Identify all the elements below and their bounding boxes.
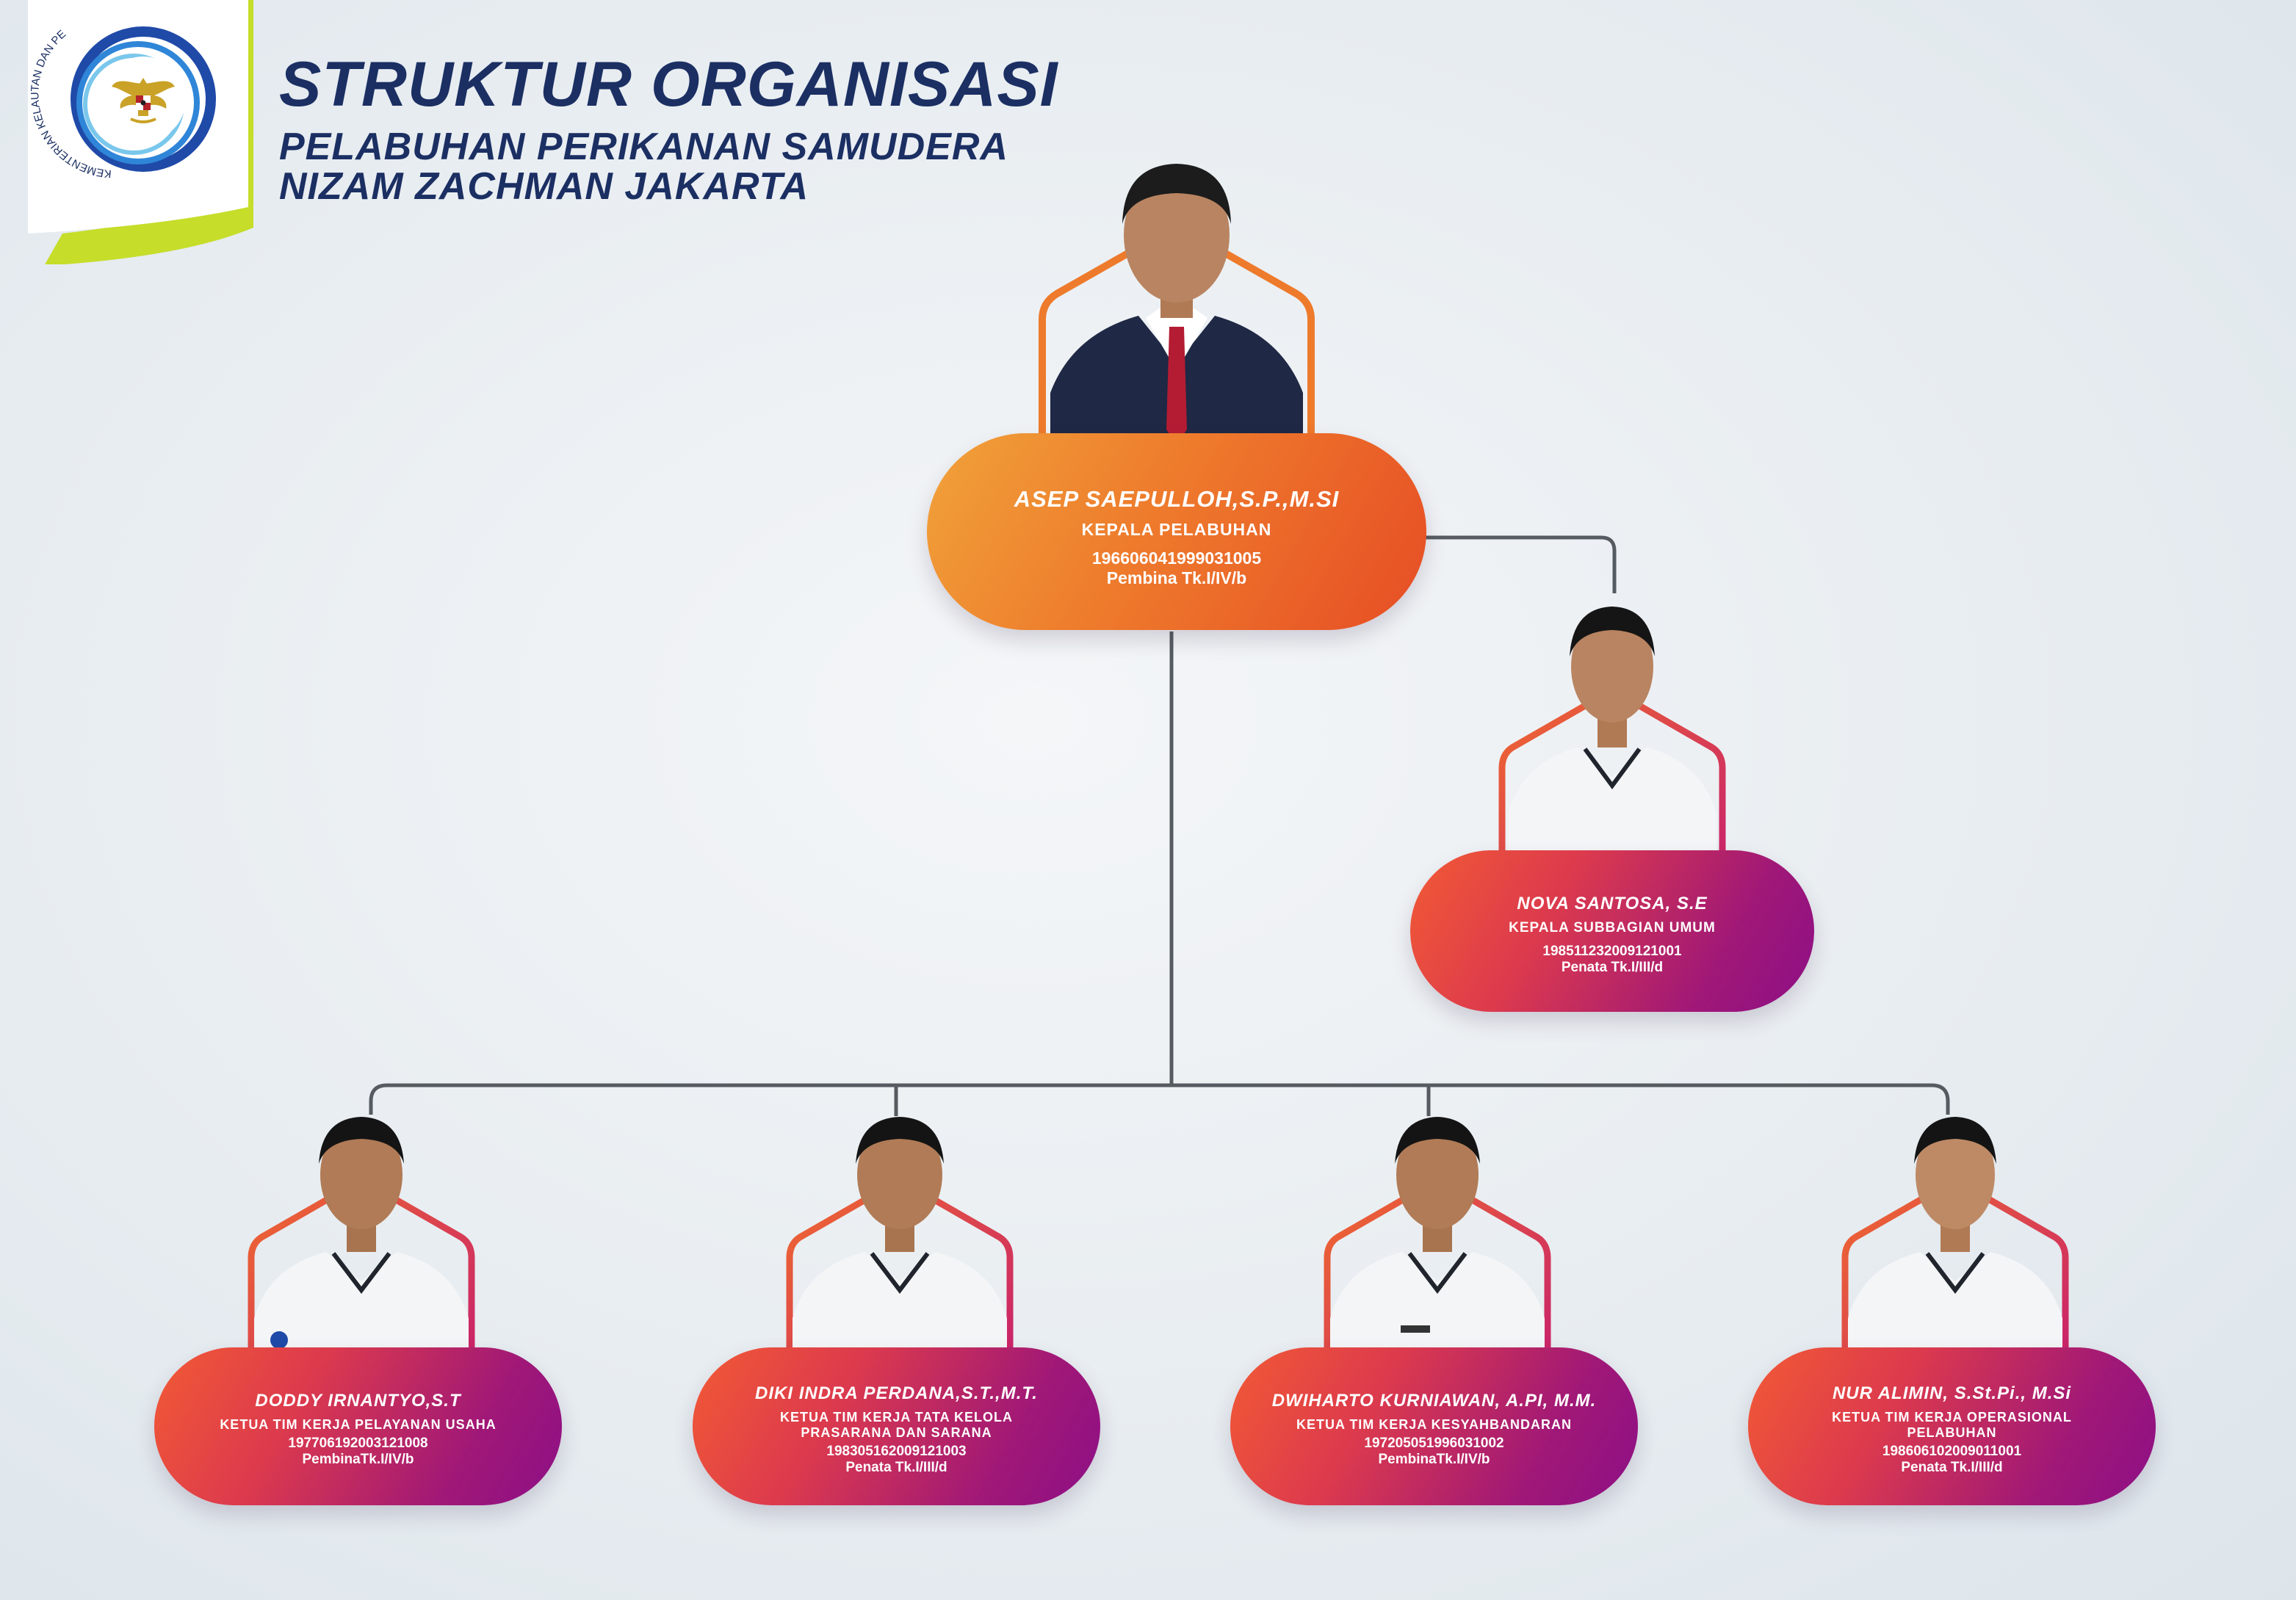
info-pill: ASEP SAEPULLOH,S.P.,M.SI KEPALA PELABUHA… [927,433,1426,630]
person-rank: Penata Tk.I/III/d [845,1459,947,1475]
org-card-team-1: DODDY IRNANTYO,S.T KETUA TIM KERJA PELAY… [154,1105,562,1505]
page-title: STRUKTUR ORGANISASI [279,49,1058,120]
person-nip: 197706192003121008 [288,1436,428,1451]
info-pill: NUR ALIMIN, S.St.Pi., M.Si KETUA TIM KER… [1748,1347,2156,1505]
person-position-line2: PELABUHAN [1907,1425,1997,1440]
page-subtitle-line2: NIZAM ZACHMAN JAKARTA [279,165,809,208]
info-pill: DWIHARTO KURNIAWAN, A.PI, M.M. KETUA TIM… [1230,1347,1638,1505]
person-position: KEPALA SUBBAGIAN UMUM [1509,920,1716,935]
person-position: KEPALA PELABUHAN [1081,519,1272,539]
person-nip: 196606041999031005 [1091,548,1262,568]
org-card-head: ASEP SAEPULLOH,S.P.,M.SI KEPALA PELABUHA… [927,151,1426,630]
person-rank: Penata Tk.I/III/d [1561,960,1664,975]
person-position: KETUA TIM KERJA TATA KELOLA [780,1409,1013,1425]
page-subtitle-line1: PELABUHAN PERIKANAN SAMUDERA [279,126,1008,168]
org-card-secretary: NOVA SANTOSA, S.E KEPALA SUBBAGIAN UMUM … [1410,593,1814,1012]
person-rank: Pembina Tk.I/IV/b [1106,568,1247,587]
org-card-team-2: DIKI INDRA PERDANA,S.T.,M.T. KETUA TIM K… [693,1105,1100,1505]
info-pill: DIKI INDRA PERDANA,S.T.,M.T. KETUA TIM K… [693,1347,1100,1505]
connector-head-to-secretary [1425,535,1617,593]
person-nip: 198606102009011001 [1882,1443,2022,1459]
person-name: DIKI INDRA PERDANA,S.T.,M.T. [755,1383,1038,1403]
person-name: DWIHARTO KURNIAWAN, A.PI, M.M. [1271,1391,1597,1411]
person-position: KETUA TIM KERJA OPERASIONAL [1832,1409,2072,1425]
person-name: ASEP SAEPULLOH,S.P.,M.SI [1014,485,1340,512]
info-pill: DODDY IRNANTYO,S.T KETUA TIM KERJA PELAY… [154,1347,562,1505]
person-nip: 198305162009121003 [826,1443,967,1459]
person-nip: 197205051996031002 [1364,1436,1504,1451]
person-nip: 198511232009121001 [1542,944,1682,959]
person-rank: Penata Tk.I/III/d [1901,1459,2003,1475]
person-rank: PembinaTk.I/IV/b [1378,1452,1490,1467]
org-card-team-3: DWIHARTO KURNIAWAN, A.PI, M.M. KETUA TIM… [1230,1105,1638,1505]
person-name: NOVA SANTOSA, S.E [1517,894,1708,913]
info-pill: NOVA SANTOSA, S.E KEPALA SUBBAGIAN UMUM … [1410,850,1814,1012]
garuda-emblem-icon [112,78,175,123]
org-card-team-4: NUR ALIMIN, S.St.Pi., M.Si KETUA TIM KER… [1748,1105,2156,1505]
connector-team-bus [369,1083,1950,1115]
person-name: DODDY IRNANTYO,S.T [255,1391,461,1411]
person-rank: PembinaTk.I/IV/b [302,1452,414,1467]
person-position: KETUA TIM KERJA KESYAHBANDARAN [1296,1417,1573,1432]
ministry-logo-tab: KEMENTERIAN KELAUTAN DAN PERIKANAN [0,0,257,264]
person-name: NUR ALIMIN, S.St.Pi., M.Si [1832,1383,2072,1403]
person-position-line2: PRASARANA DAN SARANA [801,1425,992,1440]
person-position: KETUA TIM KERJA PELAYANAN USAHA [220,1417,497,1432]
